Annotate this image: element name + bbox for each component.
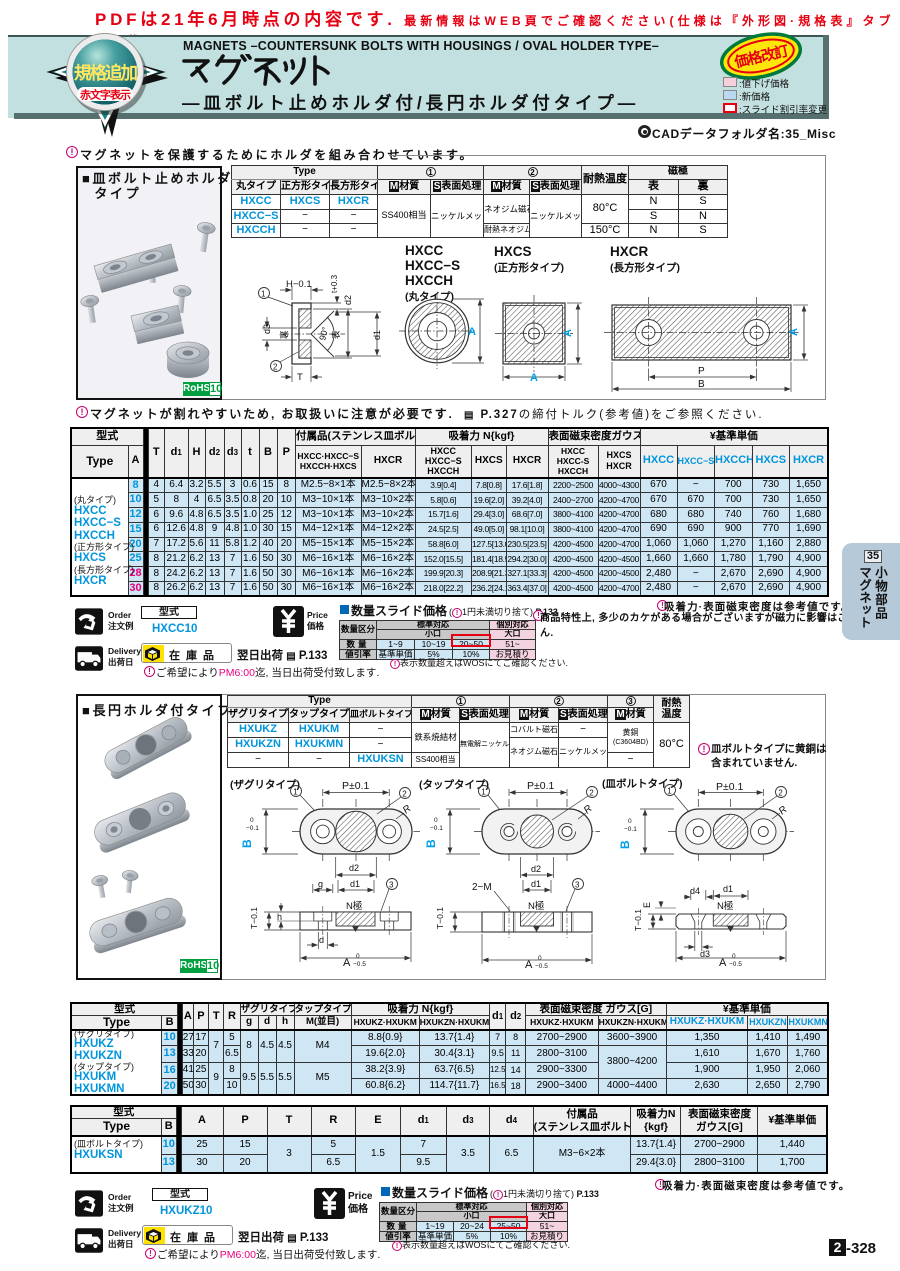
svg-text:表: 表 <box>331 330 341 339</box>
svg-text:g: g <box>318 879 323 889</box>
svg-text:d3: d3 <box>700 949 710 959</box>
svg-text:d2: d2 <box>343 295 353 305</box>
svg-text:A: A <box>562 329 574 337</box>
svg-text:0: 0 <box>434 817 438 824</box>
svg-text:E: E <box>642 902 652 908</box>
svg-text:h: h <box>277 912 282 922</box>
svg-text:d4: d4 <box>690 886 700 896</box>
svg-text:3: 3 <box>389 881 394 890</box>
svg-text:A: A <box>343 957 351 969</box>
svg-text:T−0.1: T−0.1 <box>633 909 643 931</box>
svg-text:規格追加: 規格追加 <box>74 63 137 83</box>
svg-text:1: 1 <box>667 787 672 796</box>
svg-text:B: B <box>698 379 705 390</box>
svg-text:2: 2 <box>778 789 783 798</box>
svg-text:0: 0 <box>628 818 632 825</box>
svg-text:2: 2 <box>589 789 594 798</box>
svg-text:N極: N極 <box>717 900 734 912</box>
svg-text:A: A <box>525 959 533 971</box>
svg-text:2: 2 <box>273 363 278 372</box>
svg-text:d2: d2 <box>349 863 359 873</box>
svg-text:90°: 90° <box>317 325 330 341</box>
svg-text:2−M: 2−M <box>472 882 492 893</box>
svg-text:A: A <box>468 326 476 338</box>
svg-text:P±0.1: P±0.1 <box>342 780 370 792</box>
svg-text:B: B <box>424 839 438 848</box>
svg-text:t+0.3: t+0.3 <box>330 274 339 293</box>
svg-text:裏: 裏 <box>279 330 289 339</box>
svg-text:T−0.1: T−0.1 <box>249 907 259 929</box>
svg-text:d1: d1 <box>350 879 360 889</box>
svg-text:1: 1 <box>481 788 486 797</box>
svg-text:0: 0 <box>356 953 360 960</box>
svg-text:0: 0 <box>538 955 542 962</box>
svg-text:−0.1: −0.1 <box>624 826 637 833</box>
svg-text:d1: d1 <box>372 330 382 340</box>
svg-text:B: B <box>618 840 632 849</box>
svg-text:2: 2 <box>402 790 407 799</box>
svg-text:−0.5: −0.5 <box>729 961 742 968</box>
svg-text:P±0.1: P±0.1 <box>527 780 555 792</box>
svg-text:T: T <box>297 372 303 383</box>
svg-text:P: P <box>698 366 705 377</box>
svg-text:1: 1 <box>293 788 298 797</box>
svg-text:−0.5: −0.5 <box>353 961 366 968</box>
svg-text:H−0.1: H−0.1 <box>286 279 312 290</box>
svg-text:B: B <box>240 839 254 848</box>
svg-text:A: A <box>719 957 727 969</box>
svg-text:1: 1 <box>261 290 266 299</box>
svg-text:P±0.1: P±0.1 <box>716 781 744 793</box>
svg-text:N極: N極 <box>528 900 545 912</box>
svg-text:赤文字表示: 赤文字表示 <box>80 88 131 102</box>
svg-text:0: 0 <box>732 953 736 960</box>
svg-text:−0.5: −0.5 <box>535 963 548 970</box>
svg-text:−0.1: −0.1 <box>246 825 259 832</box>
svg-text:T−0.1: T−0.1 <box>435 907 445 929</box>
svg-text:N極: N極 <box>346 900 363 912</box>
svg-text:d3: d3 <box>262 324 272 334</box>
svg-text:−0.1: −0.1 <box>430 825 443 832</box>
svg-text:A: A <box>788 328 800 336</box>
svg-text:0: 0 <box>250 817 254 824</box>
svg-text:d1: d1 <box>531 879 541 889</box>
svg-text:3: 3 <box>575 881 580 890</box>
svg-text:d: d <box>319 935 324 945</box>
svg-text:d2: d2 <box>531 864 541 874</box>
svg-text:d1: d1 <box>723 884 733 894</box>
svg-text:A: A <box>530 372 538 384</box>
